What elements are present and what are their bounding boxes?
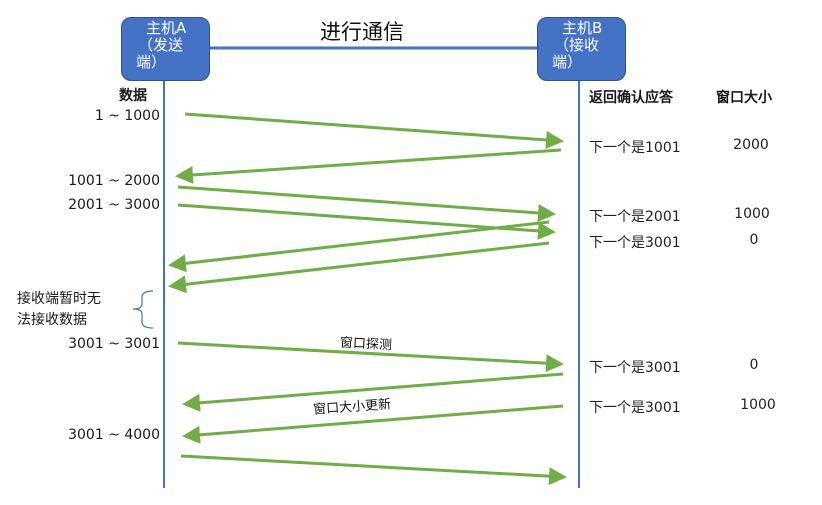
ack-text: 下一个是3001 bbox=[589, 400, 681, 416]
data-header: 数据 bbox=[119, 88, 147, 104]
host-b-role: （接收 bbox=[554, 36, 600, 54]
ack-text: 下一个是3001 bbox=[589, 360, 681, 376]
message-arrow-b-to-a bbox=[182, 404, 564, 444]
host-a-role-end: 端） bbox=[136, 53, 167, 71]
message-arrow-b-to-a bbox=[168, 241, 550, 294]
message-arrow-a-to-b bbox=[180, 454, 567, 486]
window-size: 1000 bbox=[740, 397, 776, 413]
message-arrow-a-to-b bbox=[184, 112, 564, 149]
message-arrow-b-to-a bbox=[175, 148, 562, 184]
message-arrow-a-to-b bbox=[177, 185, 556, 222]
ack-header: 返回确认应答 bbox=[589, 90, 673, 106]
ack-text: 下一个是3001 bbox=[589, 235, 681, 251]
host-a-label: 主机A bbox=[146, 19, 187, 37]
host-a-role: （发送 bbox=[138, 36, 184, 54]
brace bbox=[132, 290, 154, 329]
host-a-box: 主机A （发送 端） bbox=[121, 17, 210, 81]
message-arrow-a-to-b bbox=[177, 341, 564, 373]
data-range: 3001 ~ 4000 bbox=[68, 427, 160, 443]
note-line: 法接收数据 bbox=[17, 312, 87, 328]
note-line: 接收端暂时无 bbox=[17, 291, 101, 307]
window-size: 0 bbox=[749, 357, 759, 373]
data-range: 1001 ~ 2000 bbox=[68, 173, 160, 189]
message-arrow-b-to-a bbox=[168, 220, 550, 273]
ack-text: 下一个是1001 bbox=[589, 140, 681, 156]
window-size: 1000 bbox=[734, 206, 770, 222]
window-header: 窗口大小 bbox=[716, 90, 772, 106]
host-b-role-end: 端） bbox=[552, 53, 583, 71]
window-size: 0 bbox=[749, 232, 759, 248]
data-range: 2001 ~ 3000 bbox=[68, 197, 160, 213]
message-arrow-b-to-a bbox=[182, 372, 564, 412]
ack-text: 下一个是2001 bbox=[589, 209, 681, 225]
data-range: 1 ~ 1000 bbox=[94, 108, 160, 124]
host-b-label: 主机B bbox=[562, 19, 603, 37]
host-b-box: 主机B （接收 端） bbox=[537, 17, 626, 81]
data-range: 3001 ~ 3001 bbox=[68, 336, 160, 352]
diagram-title: 进行通信 bbox=[320, 20, 404, 44]
note-text: 接收端暂时无 法接收数据 bbox=[17, 289, 101, 331]
window-probe-label: 窗口探测 bbox=[339, 335, 393, 354]
window-size: 2000 bbox=[733, 137, 769, 153]
